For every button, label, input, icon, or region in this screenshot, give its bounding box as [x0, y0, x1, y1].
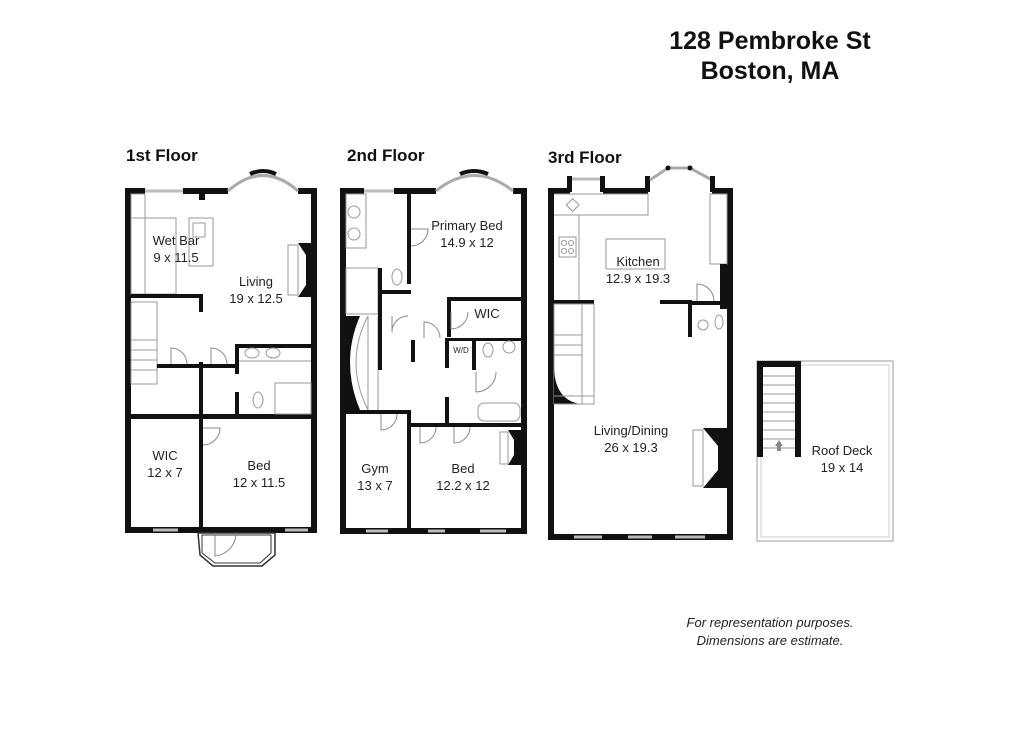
room-dim-bed-2: 12.2 x 12	[436, 478, 490, 493]
room-dim-primary-bed: 14.9 x 12	[440, 235, 494, 250]
room-label-roof-deck: Roof Deck	[812, 443, 873, 458]
room-dim-wet-bar: 9 x 11.5	[153, 250, 198, 265]
room-label-wet-bar: Wet Bar	[153, 233, 200, 248]
stair-up-arrow-icon	[775, 440, 783, 451]
first-floor-plan: Wet Bar 9 x 11.5 Living 19 x 12.5 WIC 12…	[125, 169, 317, 567]
roof-deck-plan: Roof Deck 19 x 14	[756, 360, 894, 542]
third-floor-plan: Kitchen 12.9 x 19.3 Living/Dining 26 x 1…	[548, 165, 733, 540]
floor-label-1st: 1st Floor	[126, 146, 198, 165]
room-label-gym: Gym	[361, 461, 388, 476]
room-label-wic: WIC	[152, 448, 177, 463]
room-dim-gym: 13 x 7	[357, 478, 392, 493]
property-address: 128 Pembroke St Boston, MA	[640, 26, 900, 86]
room-dim-living-dining: 26 x 19.3	[604, 440, 658, 455]
room-label-living: Living	[239, 274, 273, 289]
room-label-living-dining: Living/Dining	[594, 423, 668, 438]
room-label-kitchen: Kitchen	[616, 254, 659, 269]
room-label-bed-2: Bed	[451, 461, 474, 476]
disclaimer-line-2: Dimensions are estimate.	[696, 633, 844, 648]
room-dim-kitchen: 12.9 x 19.3	[606, 271, 670, 286]
floor-label-2nd: 2nd Floor	[347, 146, 425, 165]
disclaimer-line-1: For representation purposes.	[686, 615, 854, 630]
second-floor-plan: Primary Bed 14.9 x 12 WIC W/D Gym 13 x 7…	[340, 169, 527, 534]
room-dim-wic: 12 x 7	[147, 465, 182, 480]
room-dim-roof-deck: 19 x 14	[821, 460, 864, 475]
room-dim-bed: 12 x 11.5	[233, 475, 286, 490]
room-label-primary-bed: Primary Bed	[431, 218, 503, 233]
room-label-bed: Bed	[247, 458, 270, 473]
address-line-2: Boston, MA	[700, 57, 840, 85]
disclaimer-note: For representation purposes. Dimensions …	[640, 614, 900, 650]
address-line-1: 128 Pembroke St	[669, 27, 871, 55]
room-label-wic-2: WIC	[474, 306, 499, 321]
room-dim-living: 19 x 12.5	[229, 291, 283, 306]
floor-label-3rd: 3rd Floor	[548, 148, 622, 167]
room-label-wd: W/D	[453, 346, 469, 355]
